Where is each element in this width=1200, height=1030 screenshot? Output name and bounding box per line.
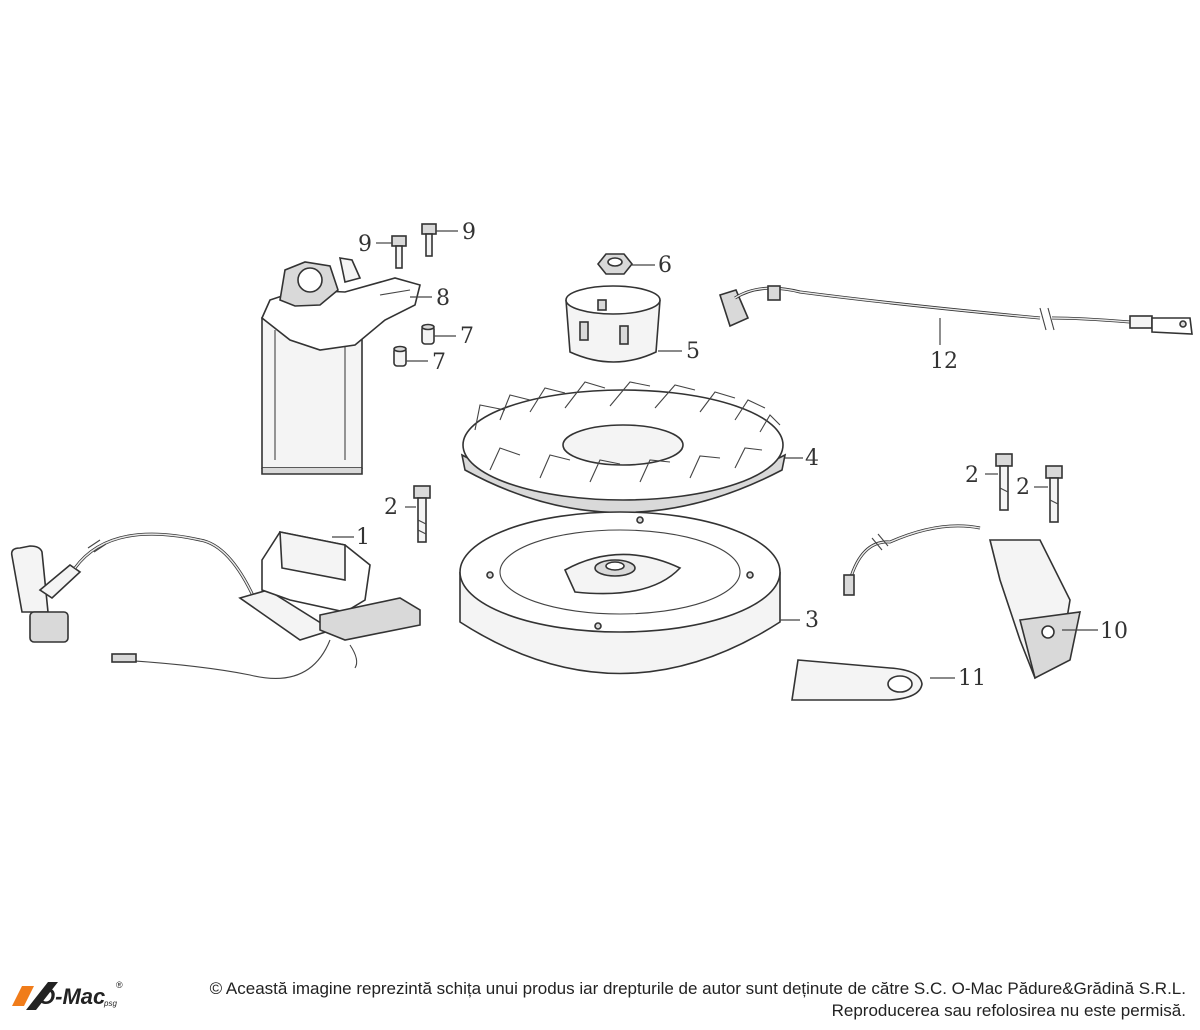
callout-9-left: 9 bbox=[358, 232, 372, 257]
callout-7-upper: 7 bbox=[460, 324, 474, 349]
callout-10: 10 bbox=[1100, 619, 1128, 644]
callout-2-right-a: 2 bbox=[965, 463, 979, 488]
omac-logo: O-Mac psg ® bbox=[12, 980, 123, 1010]
logo-text: O-Mac bbox=[38, 984, 105, 1009]
starter-motor bbox=[261, 257, 421, 475]
callout-12: 12 bbox=[930, 349, 958, 374]
spacer-7-lower bbox=[393, 345, 407, 367]
callout-9-right: 9 bbox=[462, 220, 476, 245]
ignition-coil bbox=[10, 531, 421, 679]
spacer-7-upper bbox=[421, 323, 435, 345]
callout-3: 3 bbox=[805, 608, 819, 633]
charging-coil bbox=[843, 524, 1082, 680]
flywheel-nut bbox=[596, 253, 634, 275]
callout-8: 8 bbox=[436, 286, 450, 311]
copyright-line-1: © Această imagine reprezintă schița unui… bbox=[209, 979, 1186, 998]
copyright-line-2: Reproducerea sau refolosirea nu este per… bbox=[831, 1001, 1186, 1020]
ground-bracket bbox=[791, 659, 923, 701]
bolt-9-right bbox=[421, 223, 437, 257]
cooling-fan bbox=[460, 381, 787, 514]
callout-2-right-b: 2 bbox=[1016, 475, 1030, 500]
bolt-9-left bbox=[391, 235, 407, 269]
logo-suffix: psg bbox=[103, 999, 117, 1008]
callout-4: 4 bbox=[805, 446, 819, 471]
callout-11: 11 bbox=[958, 666, 986, 691]
bolt-2-right-b bbox=[1045, 465, 1063, 523]
exploded-parts-diagram: 1 2 2 2 3 4 5 6 7 7 8 9 9 10 11 12 bbox=[10, 220, 1193, 701]
starter-cup bbox=[565, 285, 661, 363]
bolt-2-right-a bbox=[995, 453, 1013, 511]
logo-registered-mark: ® bbox=[116, 980, 123, 990]
copyright-notice: © Această imagine reprezintă schița unui… bbox=[136, 978, 1186, 1022]
callout-1: 1 bbox=[356, 525, 370, 550]
footer: O-Mac psg ® © Această imagine reprezintă… bbox=[0, 968, 1200, 1030]
bolt-2-center bbox=[413, 485, 431, 543]
callout-6: 6 bbox=[658, 253, 672, 278]
spark-plug-lead bbox=[718, 285, 1193, 335]
leader-lines bbox=[332, 230, 1098, 679]
callout-7-lower: 7 bbox=[432, 350, 446, 375]
flywheel bbox=[459, 511, 781, 675]
callout-5: 5 bbox=[686, 339, 700, 364]
callout-2-center: 2 bbox=[384, 495, 398, 520]
